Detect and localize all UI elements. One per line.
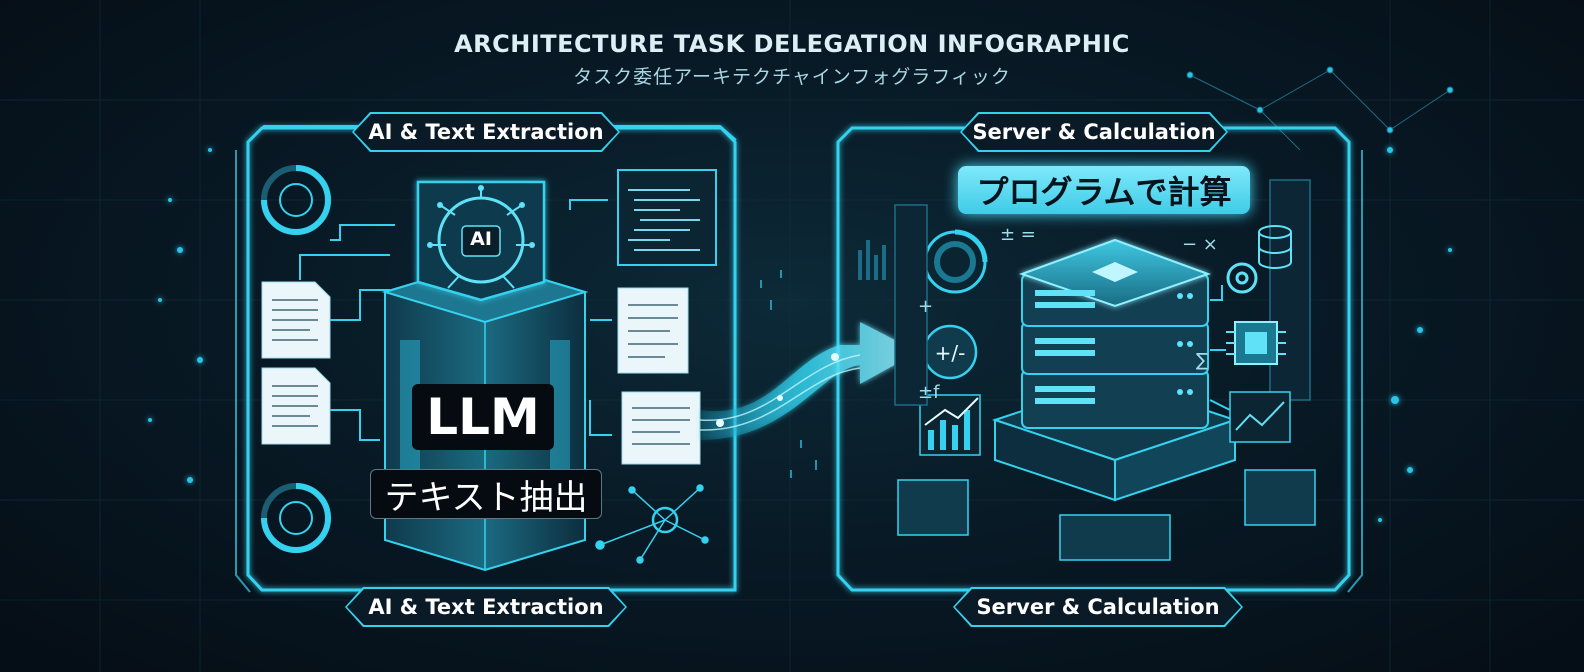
gauge-icon [261, 165, 331, 553]
right-panel-frame [836, 126, 1351, 592]
document-icon [261, 281, 331, 445]
svg-text:∑: ∑ [1196, 350, 1208, 371]
left-bottom-tab-label: AI & Text Extraction [347, 589, 625, 625]
gear-icon [1226, 262, 1258, 294]
right-bottom-tab: Server & Calculation [953, 587, 1243, 627]
left-top-tab-label: AI & Text Extraction [354, 114, 618, 150]
arrow-icon [699, 322, 918, 440]
code-window-icon [617, 169, 717, 465]
left-bottom-tab: AI & Text Extraction [345, 587, 627, 627]
right-top-tab: Server & Calculation [960, 112, 1228, 152]
infographic-title: ARCHITECTURE TASK DELEGATION INFOGRAPHIC [454, 30, 1130, 58]
infographic-subtitle: タスク委任アーキテクチャインフォグラフィック [573, 66, 1011, 88]
cpu-chip-icon [1226, 321, 1286, 365]
server-stack-icon [897, 238, 1316, 561]
brain-chip-icon [416, 180, 546, 302]
network-icon [595, 484, 709, 564]
svg-text:− ×: − × [1182, 234, 1218, 255]
svg-text:± =: ± = [1000, 224, 1036, 245]
plus-minus-icon: +/- [922, 324, 978, 380]
right-top-tab-label: Server & Calculation [962, 114, 1226, 150]
svg-text:±f: ±f [918, 382, 940, 403]
chart-icon [919, 394, 981, 456]
graph-panel-icon [1229, 391, 1291, 443]
right-bottom-tab-label: Server & Calculation [955, 589, 1241, 625]
ai-chip-label: AI [470, 228, 492, 250]
database-icon [1258, 225, 1292, 269]
svg-text:+/-: +/- [935, 341, 966, 365]
radial-gauge-icon [923, 229, 988, 294]
program-calculation-callout: プログラムで計算 [958, 166, 1250, 214]
svg-text:+: + [918, 296, 933, 317]
llm-label: LLM [412, 384, 554, 450]
left-top-tab: AI & Text Extraction [352, 112, 620, 152]
text-extraction-label: テキスト抽出 [370, 469, 602, 519]
